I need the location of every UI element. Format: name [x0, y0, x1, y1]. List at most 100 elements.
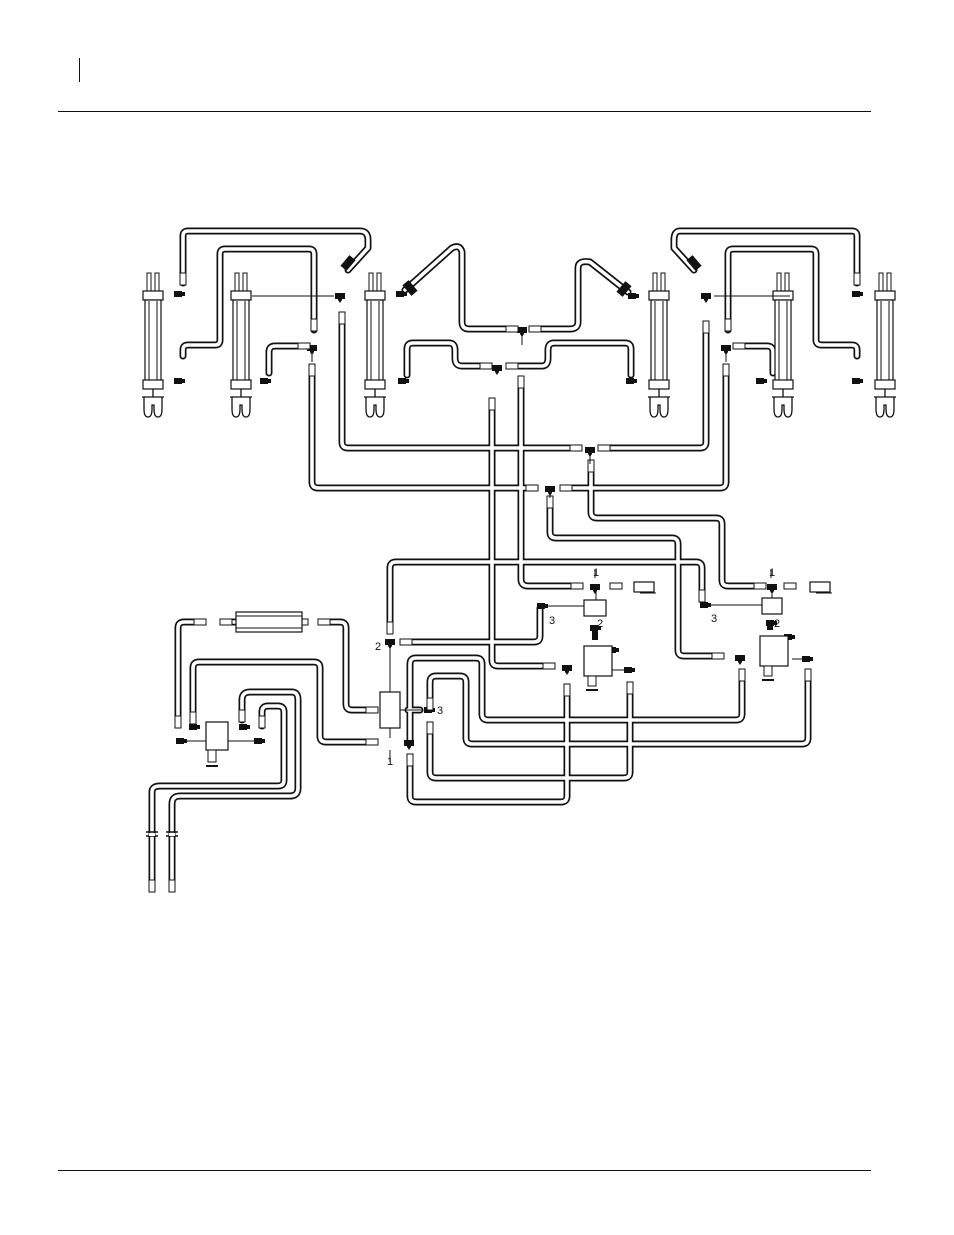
tee-fitting-icon	[701, 293, 711, 303]
elbow-fitting-icon	[176, 738, 187, 744]
cylinder-icon	[142, 273, 164, 417]
hose-end-icon	[529, 326, 541, 332]
hose-end-icon	[627, 682, 633, 694]
selector-valve-icon	[380, 692, 400, 728]
elbow-fitting-icon	[802, 656, 813, 662]
callout-2: 2	[375, 641, 381, 653]
hose-end-icon	[854, 273, 860, 285]
hose-end-icon	[180, 273, 186, 285]
tee-fitting-icon	[590, 584, 600, 594]
hydraulic-hoses	[152, 231, 857, 888]
cylinder-icon	[772, 273, 794, 417]
cylinder-icon	[364, 273, 386, 417]
hose-end-icon	[259, 716, 265, 728]
hose-end-icon	[489, 398, 495, 410]
hose-end-icon	[725, 319, 731, 331]
callout-1: 1	[387, 756, 393, 768]
hose-end-icon	[571, 583, 583, 589]
elbow-fitting-icon	[624, 667, 635, 673]
elbow-fitting-icon	[398, 378, 409, 384]
hose-end-icon	[298, 343, 310, 349]
elbow-fitting-icon	[239, 724, 250, 730]
flow-control-valve-icon	[206, 722, 228, 766]
tee-fitting-icon	[492, 365, 502, 375]
hose-end-icon	[190, 712, 196, 724]
hose-end-icon	[598, 445, 610, 451]
hose-end-icon	[564, 684, 570, 696]
hose-end-icon	[723, 364, 729, 376]
elbow-fitting-icon	[260, 378, 271, 384]
cylinder-port-plug-icon	[634, 582, 656, 593]
callout-2: 2	[597, 618, 603, 630]
hose-end-icon	[733, 343, 745, 349]
tee-fitting-icon	[585, 447, 595, 457]
hose-end-icon	[400, 639, 412, 645]
callout-1: 1	[593, 567, 599, 579]
swivel-fittings	[340, 255, 701, 297]
elbow-fitting-icon	[537, 603, 548, 609]
hose-end-icon	[339, 312, 345, 324]
hose-end-icon	[805, 669, 811, 681]
quick-couplers	[146, 832, 178, 836]
hose-end-icon	[712, 653, 724, 659]
hose-end-icon	[366, 739, 378, 745]
tee-fitting-icon	[735, 655, 745, 665]
tee-fitting-icon	[404, 740, 414, 750]
valve-block-icon	[584, 600, 606, 616]
elbow-fitting-icon	[254, 738, 265, 744]
flow-control-valve-icon	[584, 630, 612, 690]
cylinder-icon	[230, 273, 252, 417]
elbow-fitting-icon	[626, 378, 637, 384]
hose-end-icon	[506, 363, 518, 369]
hose-end-icon	[739, 669, 745, 681]
tee-fitting-icon	[335, 293, 345, 303]
cylinder-icon	[648, 273, 670, 417]
hose-end-icon	[784, 583, 796, 589]
hose-end-icon	[699, 590, 705, 602]
elbow-fitting-icon	[700, 602, 711, 608]
hose-end-icon	[610, 583, 622, 589]
elbow-fitting-icon	[756, 378, 767, 384]
callout-labels: 1 1 1 2 2 2 3 3 3	[375, 567, 780, 768]
hose-end-icon	[220, 619, 232, 625]
hose-end-icon	[703, 321, 709, 333]
callout-3: 3	[437, 705, 443, 717]
elbow-fitting-icon	[852, 378, 863, 384]
hose-end-icon	[588, 460, 594, 472]
hose-end-icon	[175, 716, 181, 728]
cylinder-icon	[874, 273, 896, 417]
hose-end-icon	[149, 880, 155, 892]
hose-end-icon	[427, 722, 433, 734]
hose-end-icon	[311, 319, 317, 331]
hose-end-icon	[543, 663, 555, 669]
hose-end-icon	[560, 485, 572, 491]
hose-end-icon	[407, 754, 413, 766]
hose-end-icon	[754, 583, 766, 589]
tee-fitting-icon	[562, 665, 572, 675]
callout-1: 1	[769, 567, 775, 579]
hose-end-icon	[309, 364, 315, 376]
hose-end-icon	[169, 880, 175, 892]
hose-end-icon	[239, 710, 245, 722]
callout-3: 3	[711, 613, 717, 625]
elbow-fitting-icon	[174, 378, 185, 384]
hose-end-icon	[518, 376, 524, 388]
hose-end-icon	[480, 363, 492, 369]
elbow-fitting-icon	[852, 291, 863, 297]
callout-3: 3	[549, 615, 555, 627]
hose-end-icon	[366, 707, 378, 713]
hose-end-icon	[506, 326, 518, 332]
elbow-fitting-icon	[174, 291, 185, 297]
hose-end-icon	[387, 622, 393, 634]
hose-end-icon	[427, 698, 433, 710]
valve-block-icon	[762, 598, 782, 614]
accumulator-icon	[236, 612, 302, 632]
callout-2: 2	[774, 618, 780, 630]
hose-end-icon	[318, 619, 330, 625]
cylinder-port-plug-icon	[810, 582, 832, 593]
elbow-fitting-icon	[628, 293, 639, 299]
elbow-fitting-icon	[189, 724, 200, 730]
hose-end-icon	[526, 485, 538, 491]
